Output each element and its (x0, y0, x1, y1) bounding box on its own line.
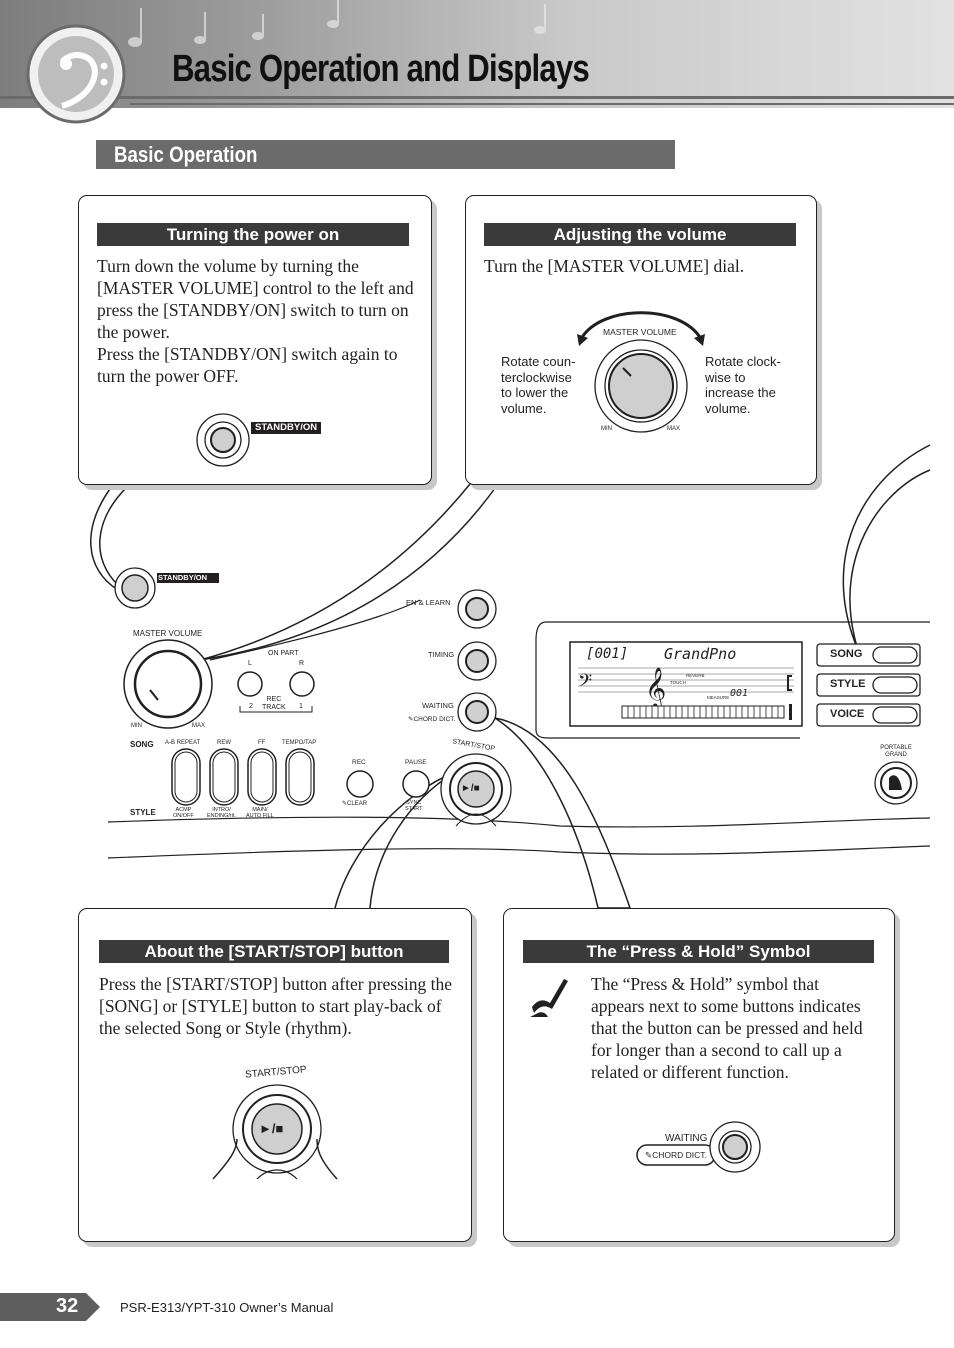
panel-pause-label: PAUSE (405, 759, 427, 766)
lcd-reverb: REVERB (686, 673, 705, 678)
press-hold-symbol-icon (530, 979, 568, 1017)
panel-timing-label: TIMING (428, 650, 455, 659)
panel-clear-text: CLEAR (347, 801, 368, 807)
panel-part-label: ON PART (268, 650, 299, 657)
volume-callout: Adjusting the volume Turn the [MASTER VO… (465, 195, 817, 485)
waiting-button-icon (636, 1121, 761, 1173)
panel-ab-repeat-label: A-B REPEAT (165, 740, 201, 746)
panel-acmp-label: ACMP ON/OFF (173, 807, 194, 819)
panel-min-label: MIN (131, 723, 142, 729)
panel-standby-label: STANDBY/ON (158, 573, 208, 582)
panel-listen-label: EN & LEARN (406, 598, 451, 607)
panel-ff-label: FF (258, 740, 266, 746)
volume-max-label: MAX (667, 426, 681, 432)
start-stop-button-icon (212, 1084, 338, 1180)
panel-voice-button[interactable]: VOICE (830, 708, 865, 720)
panel-chord-dict-text: CHORD DICT. (413, 716, 456, 723)
volume-dial-label: MASTER VOLUME (603, 327, 677, 337)
panel-song-group-label: SONG (130, 740, 154, 749)
panel-l-label: L (248, 660, 252, 667)
header-band (0, 0, 954, 108)
panel-play-stop-icon: ►/■ (461, 783, 480, 794)
volume-left-note: Rotate coun- terclockwise to lower the v… (501, 354, 576, 416)
lcd-touch: TOUCH (670, 680, 686, 685)
chord-dict-text: CHORD DICT. (652, 1150, 707, 1160)
lcd-voice-name: GrandPno (664, 645, 737, 663)
svg-text:𝄢: 𝄢 (578, 671, 592, 696)
panel-rec-label: REC (352, 759, 366, 766)
panel-intro-label: INTRO/ ENDING/rit. (207, 807, 237, 819)
startstop-callout: About the [START/STOP] button Press the … (78, 908, 472, 1242)
panel-main-label: MAIN/ AUTO FILL (246, 807, 274, 819)
section-bar (96, 140, 675, 169)
chord-dict-label: ✎CHORD DICT. (645, 1150, 707, 1161)
panel-max-label: MAX (192, 723, 206, 729)
volume-heading: Adjusting the volume (484, 223, 796, 246)
lcd-number: [001] (586, 646, 629, 662)
play-stop-icon: ►/■ (259, 1121, 284, 1136)
power-callout: Turning the power on Turn down the volum… (78, 195, 432, 485)
panel-clear-label: ✎CLEAR (342, 800, 367, 807)
panel-r-label: R (299, 660, 305, 667)
presshold-body: The “Press & Hold” symbol that appears n… (591, 974, 863, 1082)
panel-rew-label: REW (217, 740, 231, 746)
header-rule-2 (130, 103, 954, 105)
panel-sync-start-label: SYNC START (405, 800, 423, 812)
panel-song-button[interactable]: SONG (830, 648, 863, 660)
page-title: Basic Operation and Displays (172, 48, 590, 90)
panel-portable-grand-label: PORTABLE GRAND (880, 745, 912, 758)
startstop-body: Press the [START/STOP] button after pres… (99, 974, 453, 1038)
press-hold-icon: ✎ (408, 716, 414, 723)
panel-rec-track-label: REC TRACK (262, 696, 286, 711)
volume-min-label: MIN (601, 426, 612, 432)
lcd-measure-value: 001 (730, 688, 749, 699)
presshold-callout: The “Press & Hold” Symbol The “Press & H… (503, 908, 895, 1242)
power-heading: Turning the power on (97, 223, 409, 246)
bass-clef-badge-icon (26, 24, 126, 124)
lcd-measure: MEASURE (707, 695, 730, 700)
presshold-heading: The “Press & Hold” Symbol (523, 940, 874, 963)
panel-track-2-label: 2 (249, 703, 253, 710)
header-rule (0, 96, 954, 99)
press-hold-icon: ✎ (645, 1150, 653, 1160)
panel-master-volume-label: MASTER VOLUME (133, 629, 203, 638)
volume-body: Turn the [MASTER VOLUME] dial. (484, 256, 745, 276)
press-hold-icon: ✎ (342, 801, 348, 807)
startstop-heading: About the [START/STOP] button (99, 940, 449, 963)
svg-text:𝄞: 𝄞 (645, 667, 666, 710)
lcd-number-text: 001 (594, 646, 620, 662)
panel-style-button[interactable]: STYLE (830, 678, 866, 690)
standby-label: STANDBY/ON (251, 422, 322, 434)
panel-waiting-label: WAITING (422, 701, 454, 710)
power-body: Turn down the volume by turning the [MAS… (97, 256, 414, 386)
footer-manual: PSR-E313/YPT-310 Owner’s Manual (120, 1300, 334, 1315)
panel-chord-dict-label: ✎CHORD DICT. (408, 715, 455, 723)
master-volume-dial-icon (577, 311, 705, 433)
standby-switch-icon (196, 413, 250, 467)
panel-track-1-label: 1 (299, 703, 303, 710)
page-number: 32 (56, 1295, 79, 1317)
section-title: Basic Operation (114, 142, 258, 167)
panel-tempo-tap-label: TEMPO/TAP (282, 740, 317, 746)
waiting-label: WAITING (665, 1133, 708, 1144)
panel-style-group-label: STYLE (130, 808, 156, 817)
music-notes-decoration (128, 0, 546, 47)
volume-right-note: Rotate clock- wise to increase the volum… (705, 354, 781, 416)
page-number-tab (0, 1293, 100, 1321)
